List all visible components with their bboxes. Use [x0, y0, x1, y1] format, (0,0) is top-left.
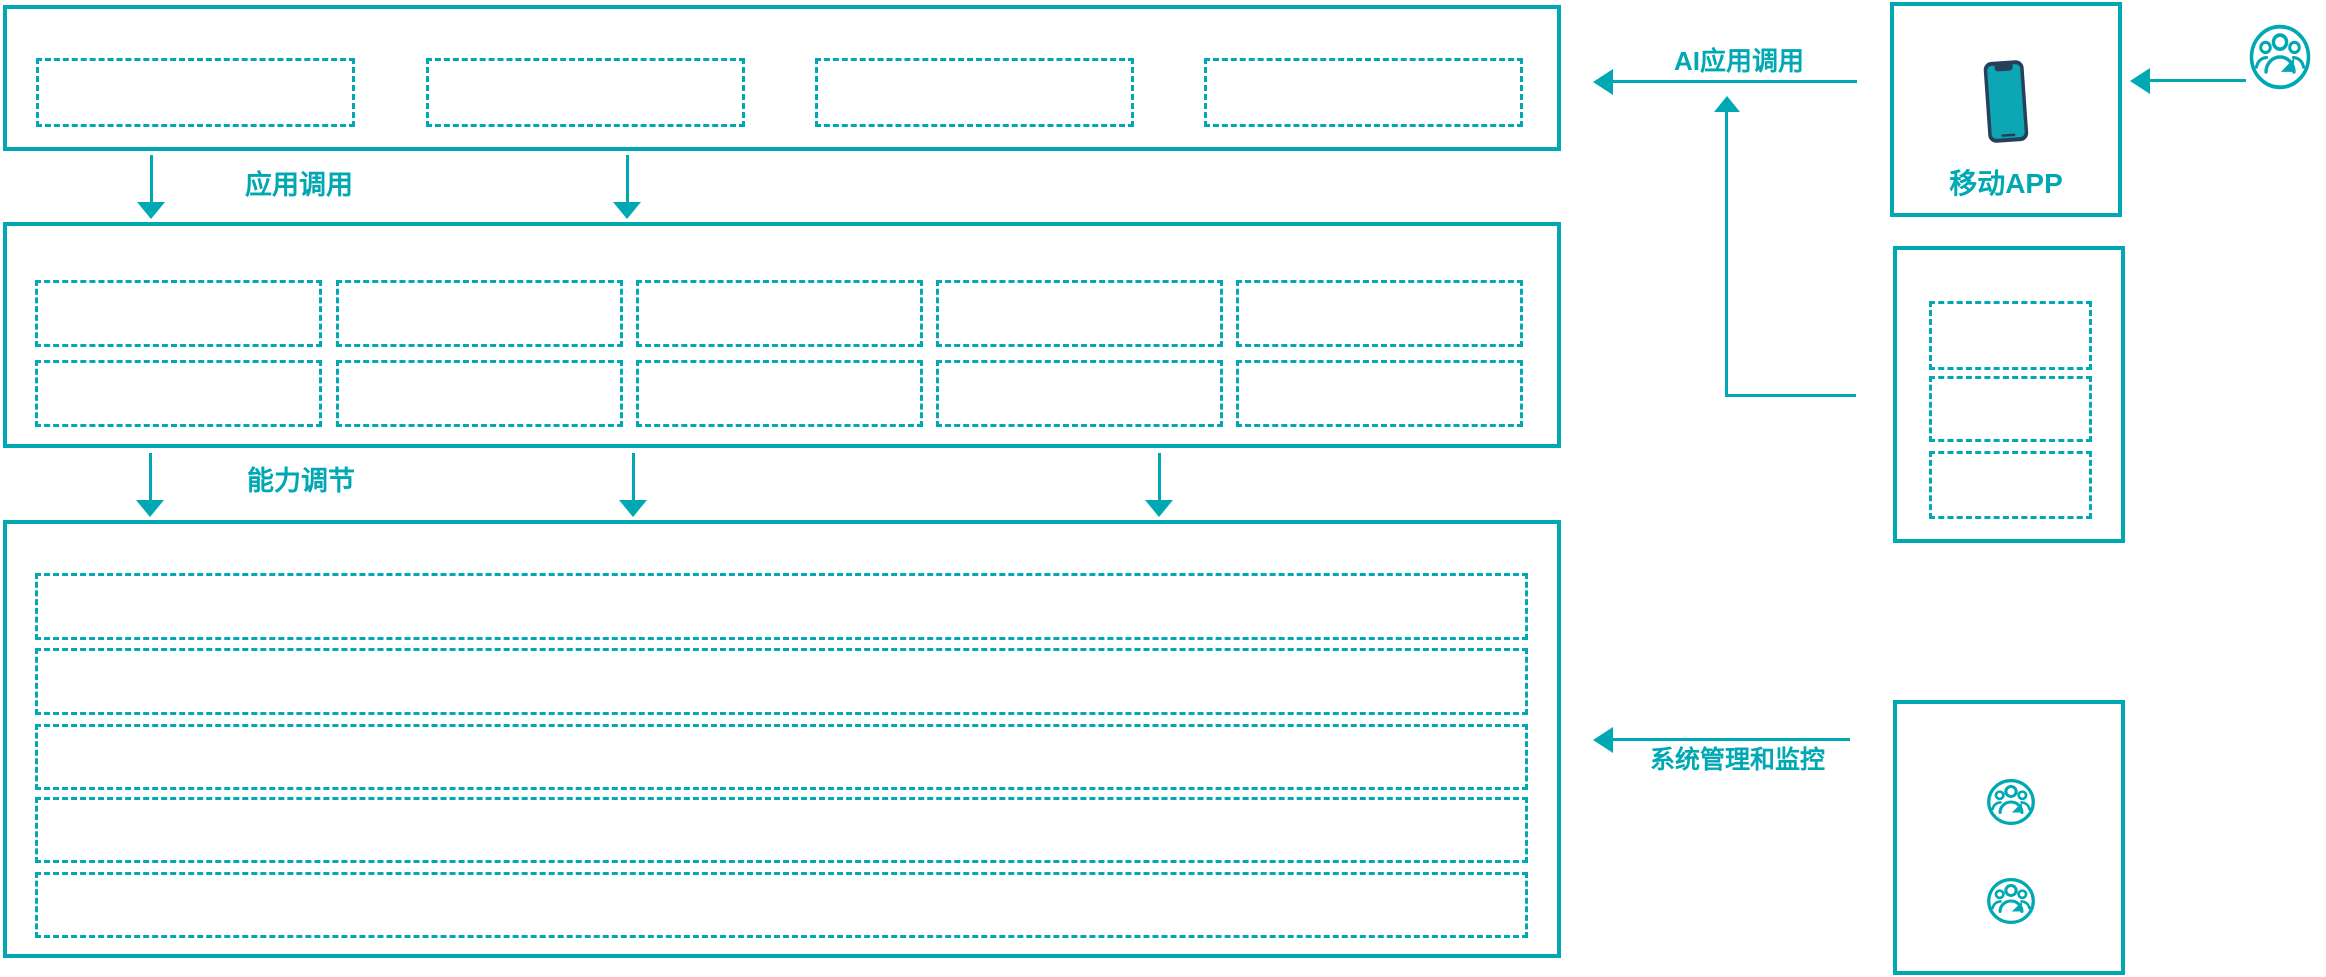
placeholder-box: [936, 280, 1223, 347]
placeholder-box: [1929, 301, 2092, 370]
arrow-left-icon: [1593, 727, 1613, 753]
placeholder-box: [36, 58, 355, 127]
monitor-label: 系统管理和监控: [1650, 746, 1826, 774]
placeholder-box: [1929, 376, 2092, 442]
user-to-app-arrow-line: [2144, 79, 2246, 82]
capability-arrow-3: [1145, 453, 1173, 517]
arrow-stem: [148, 453, 152, 500]
placeholder-box: [336, 280, 623, 347]
capability-arrow-2: [619, 453, 647, 517]
mobile-phone-icon: [1982, 59, 2030, 146]
platform-layer-panel: [3, 520, 1561, 958]
connector-vertical-line: [1725, 112, 1728, 397]
placeholder-box: [1929, 451, 2092, 519]
placeholder-box: [1236, 280, 1523, 347]
app-call-arrow-1: [137, 155, 165, 219]
arrow-up-icon: [1714, 96, 1740, 112]
mobile-app-panel: 移动APP: [1890, 2, 2122, 217]
arrow-stem: [1157, 453, 1161, 500]
placeholder-box: [636, 360, 923, 427]
arrow-down-icon: [613, 202, 641, 219]
placeholder-box: [936, 360, 1223, 427]
placeholder-row: [35, 872, 1528, 938]
arrow-down-icon: [619, 500, 647, 517]
connector-horizontal-line: [1725, 394, 1856, 397]
user-group-icon: [1986, 877, 2036, 925]
placeholder-box: [426, 58, 745, 127]
mobile-app-label: 移动APP: [1949, 168, 2063, 199]
placeholder-row: [35, 648, 1528, 715]
capability-arrow-1: [136, 453, 164, 517]
arrow-left-icon: [1593, 69, 1613, 95]
placeholder-box: [35, 360, 322, 427]
arrow-stem: [631, 453, 635, 500]
app-layer-panel: [3, 5, 1561, 151]
placeholder-box: [336, 360, 623, 427]
placeholder-box: [35, 280, 322, 347]
arrow-down-icon: [1145, 500, 1173, 517]
user-group-icon: [2248, 23, 2312, 91]
placeholder-box: [1236, 360, 1523, 427]
user-group-icon: [1986, 778, 2036, 826]
capability-label: 能力调节: [247, 466, 355, 496]
module-stack-panel: [1893, 246, 2125, 543]
monitor-arrow-line: [1612, 738, 1850, 741]
placeholder-row: [35, 797, 1528, 863]
placeholder-row: [35, 724, 1528, 790]
admin-users-panel: [1893, 700, 2125, 975]
ai-call-arrow-line: [1612, 80, 1857, 83]
capability-layer-panel: [3, 222, 1561, 448]
placeholder-box: [1204, 58, 1523, 127]
arrow-down-icon: [137, 202, 165, 219]
app-call-arrow-2: [613, 155, 641, 219]
arrow-left-icon: [2130, 68, 2150, 94]
arrow-stem: [149, 155, 153, 202]
placeholder-row: [35, 573, 1528, 640]
arrow-down-icon: [136, 500, 164, 517]
arrow-stem: [625, 155, 629, 202]
placeholder-box: [636, 280, 923, 347]
placeholder-box: [815, 58, 1134, 127]
app-call-label: 应用调用: [245, 170, 353, 200]
ai-call-label: AI应用调用: [1674, 46, 1805, 76]
